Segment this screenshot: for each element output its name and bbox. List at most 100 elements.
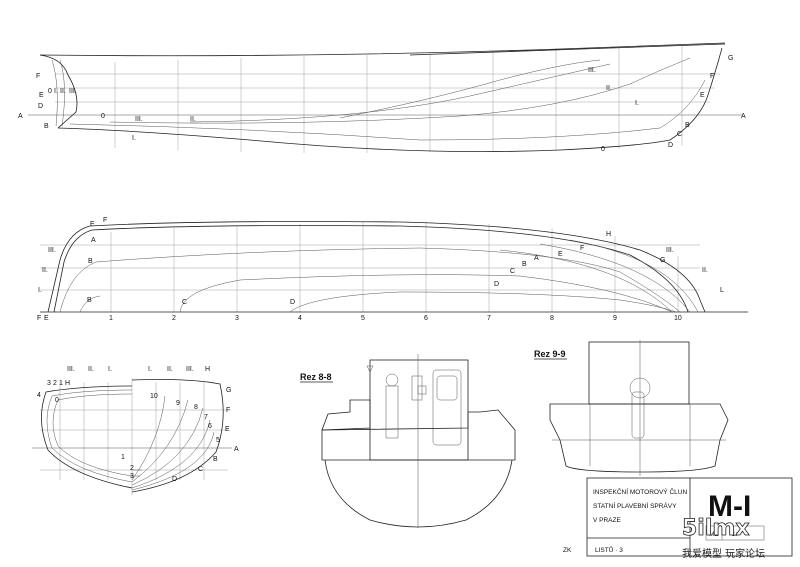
- buttock-iii: [339, 59, 601, 119]
- profile-label-e-r: E: [700, 92, 705, 99]
- plan-label-ii: II.: [42, 267, 48, 274]
- plan-label-a-top: A: [91, 237, 96, 244]
- scale-label: MĚ: [709, 529, 719, 538]
- body-plan: III. II. I. I. II. III. H 3 2 1 H 4 0 G …: [32, 366, 239, 495]
- profile-label-e: E: [39, 92, 44, 99]
- section-8-8: Rez 8-8: [300, 354, 516, 528]
- body-label-h: H: [205, 366, 210, 373]
- plan-curve-d: D: [290, 299, 295, 306]
- watermark: 5ilmx 我爱模型 玩家论坛: [682, 516, 766, 560]
- plan-curve-e: E: [558, 251, 563, 258]
- buttock-ii: [189, 63, 611, 123]
- plan-station-grid: [40, 222, 700, 312]
- station-8: 8: [550, 315, 554, 322]
- body-station-5: 5: [216, 437, 220, 444]
- body-label-c: C: [198, 466, 203, 473]
- body-label-4: 4: [37, 392, 41, 399]
- body-label-0: 0: [55, 397, 59, 404]
- plan-label-iii: III.: [48, 247, 56, 254]
- profile-label-iii-b: III.: [135, 116, 143, 123]
- body-label-3: 3: [47, 380, 51, 387]
- model-number: M-I: [708, 490, 751, 523]
- plan-curve-g: G: [660, 257, 665, 264]
- profile-label-iii: III.: [69, 88, 77, 95]
- scale-value: 1:: [732, 531, 738, 538]
- body-label-iii-r: III.: [186, 366, 194, 373]
- plan-wl-a: [499, 249, 673, 313]
- body-station-9: 9: [176, 400, 180, 407]
- body-station-1: 1: [121, 454, 125, 461]
- profile-keel: [57, 47, 723, 153]
- station-3: 3: [235, 315, 239, 322]
- section-8-8-door: [432, 369, 462, 446]
- plan-wl-b: [59, 247, 681, 313]
- profile-label-a-right: A: [741, 113, 746, 120]
- title-block: INSPEKČNÍ MOTOROVÝ ČLUN STATNÍ PLAVEBNÍ …: [563, 477, 793, 557]
- station-6: 6: [424, 315, 428, 322]
- body-label-2: 2: [53, 380, 57, 387]
- profile-label-d: D: [38, 103, 43, 110]
- profile-label-g: G: [728, 55, 733, 62]
- plan-view: F E 1 2 3 4 5 6 7 8 9 10 III. II. I. E F…: [37, 217, 748, 322]
- body-label-iii-l: III.: [67, 366, 75, 373]
- profile-label-b-r: B: [685, 122, 690, 129]
- profile-label-ii-b: II.: [190, 116, 196, 123]
- body-stern-outline: [41, 385, 133, 489]
- plan-curve-iii: III.: [666, 247, 674, 254]
- profile-station-grid: [55, 46, 720, 153]
- body-station-8: 8: [194, 404, 198, 411]
- profile-deck-edge: [409, 43, 726, 56]
- body-label-a: A: [234, 446, 239, 453]
- section-8-8-hull: [324, 459, 513, 528]
- body-label-h-l: H: [65, 380, 70, 387]
- plan-deck-outline: [47, 221, 706, 313]
- station-7: 7: [487, 315, 491, 322]
- profile-label-ii: II.: [60, 88, 66, 95]
- profile-label-0-r: 0: [601, 146, 605, 153]
- body-label-f: F: [226, 407, 230, 414]
- title-line-1: INSPEKČNÍ MOTOROVÝ ČLUN: [593, 487, 687, 496]
- profile-label-i-r: I.: [635, 100, 639, 107]
- body-station-2: 2: [130, 465, 134, 472]
- station-1: 1: [109, 315, 113, 322]
- profile-label-c-r: C: [677, 131, 682, 138]
- body-label-1: 1: [59, 380, 63, 387]
- section-8-8-title: Rez 8-8: [300, 372, 332, 382]
- plan-label-e: E: [44, 315, 49, 322]
- plan-label-e-top: E: [90, 221, 95, 228]
- profile-label-0b: 0: [101, 113, 105, 120]
- body-station-6: 6: [208, 423, 212, 430]
- station-5: 5: [361, 315, 365, 322]
- section-9: [131, 399, 189, 483]
- plan-curve-l: L: [720, 287, 724, 294]
- plan-wl-c: [179, 274, 673, 313]
- body-station-7: 7: [204, 414, 208, 421]
- plan-curve-b2: B: [522, 261, 527, 268]
- body-label-e: E: [225, 426, 230, 433]
- section-9-9-cabin: [588, 341, 690, 405]
- section-8-8-hull-top: [321, 409, 516, 461]
- profile-label-ii-r: II.: [606, 85, 612, 92]
- profile-label-i: I.: [54, 88, 58, 95]
- plan-stern-b: [79, 295, 101, 313]
- profile-stern: [39, 54, 78, 129]
- buttock-i: [109, 57, 691, 124]
- title-line-2: STATNÍ PLAVEBNÍ SPRÁVY: [593, 501, 677, 510]
- plan-curve-d2: D: [494, 281, 499, 288]
- plan-curve-a: A: [534, 255, 539, 262]
- title-line-3: V PRAZE: [593, 517, 621, 524]
- plan-curve-h: H: [606, 231, 611, 238]
- plan-label-i: I.: [38, 287, 42, 294]
- body-bow-outline: [131, 379, 224, 493]
- plan-wl-e: [539, 243, 691, 313]
- buttock-0: [69, 79, 706, 141]
- station-10: 10: [674, 315, 682, 322]
- plan-curve-b: B: [87, 297, 92, 304]
- sheet-count: LISTŮ · 3: [595, 545, 623, 554]
- body-label-ii-r: II.: [167, 366, 173, 373]
- plan-label-f: F: [37, 315, 41, 322]
- body-station-10: 10: [150, 393, 158, 400]
- body-label-b: B: [213, 456, 218, 463]
- body-label-g: G: [226, 387, 231, 394]
